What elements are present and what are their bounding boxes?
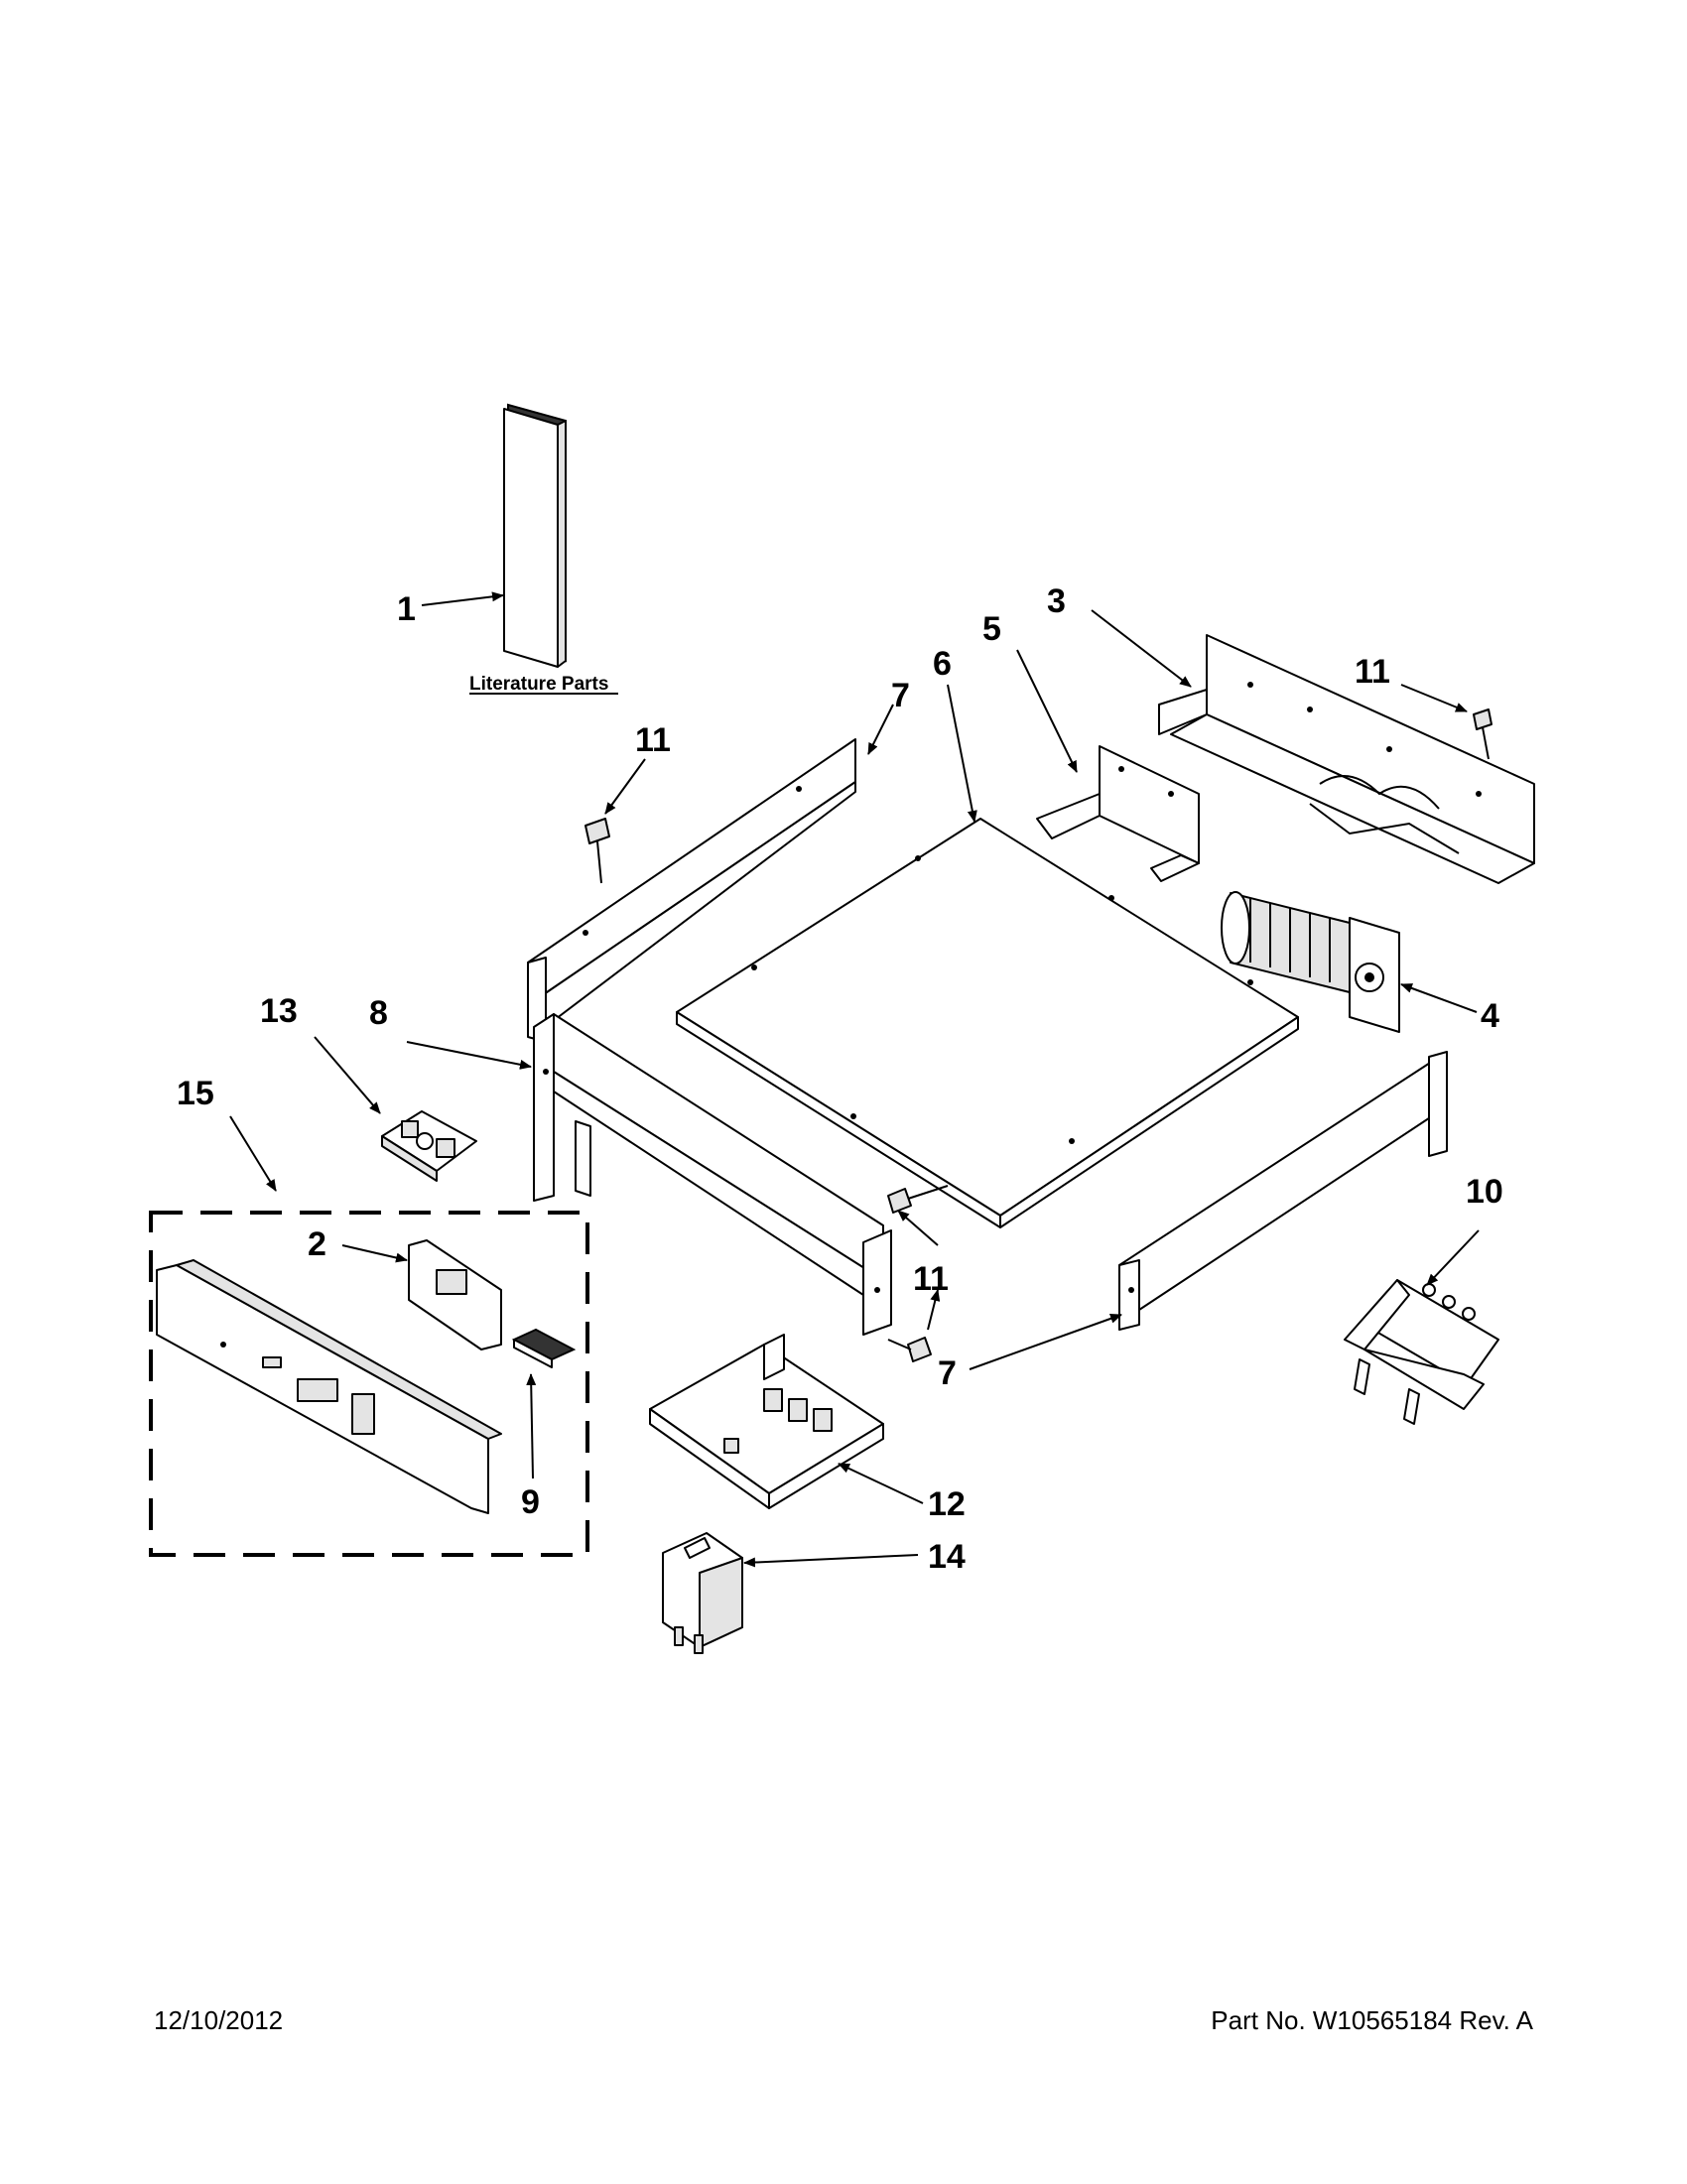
screw-upper-right[interactable] <box>1473 708 1492 760</box>
blower-fan[interactable] <box>1221 891 1400 1033</box>
literature-booklet[interactable] <box>503 403 567 668</box>
control-panel-assembly-box <box>149 1211 589 1557</box>
callout-4: 4 <box>1481 997 1499 1035</box>
transformer[interactable] <box>662 1532 743 1654</box>
front-rail[interactable] <box>533 1013 892 1336</box>
callout-14: 14 <box>928 1538 966 1576</box>
control-panel-face[interactable] <box>156 1259 502 1514</box>
callout-13: 13 <box>260 992 298 1030</box>
display-board[interactable] <box>408 1239 502 1350</box>
screw-lower[interactable] <box>887 1337 932 1362</box>
screw-upper-left[interactable] <box>584 818 610 884</box>
callout-11-upper-right: 11 <box>1355 653 1390 691</box>
callout-9: 9 <box>521 1483 540 1521</box>
callout-8: 8 <box>369 994 388 1032</box>
callout-5: 5 <box>982 610 1001 648</box>
filter-board[interactable] <box>381 1110 477 1182</box>
leader-lines <box>229 591 1480 1568</box>
rear-bracket[interactable] <box>1158 634 1535 884</box>
callout-7-lower: 7 <box>938 1354 957 1392</box>
callout-10: 10 <box>1466 1173 1503 1211</box>
footer-part-number: Part No. W10565184 Rev. A <box>1211 2005 1533 2035</box>
callout-11-middle: 11 <box>913 1260 949 1298</box>
callout-15: 15 <box>177 1075 214 1112</box>
callout-2: 2 <box>308 1225 326 1263</box>
footer-date: 12/10/2012 <box>154 2005 283 2035</box>
callout-6: 6 <box>933 645 952 683</box>
keypad-connector[interactable] <box>511 1328 577 1368</box>
foot-bracket[interactable] <box>1344 1279 1499 1425</box>
callout-7-upper: 7 <box>891 677 910 714</box>
callout-11-upper-left: 11 <box>635 721 671 759</box>
mounting-bracket[interactable] <box>1036 745 1200 882</box>
control-board-housing[interactable] <box>649 1334 884 1509</box>
callout-1: 1 <box>397 590 416 628</box>
screw-middle[interactable] <box>887 1185 949 1214</box>
callout-12: 12 <box>928 1485 966 1523</box>
literature-parts-label: Literature Parts <box>469 674 608 695</box>
callout-3: 3 <box>1047 582 1066 620</box>
right-side-rail[interactable] <box>1118 1051 1448 1331</box>
top-panel[interactable] <box>676 818 1299 1228</box>
